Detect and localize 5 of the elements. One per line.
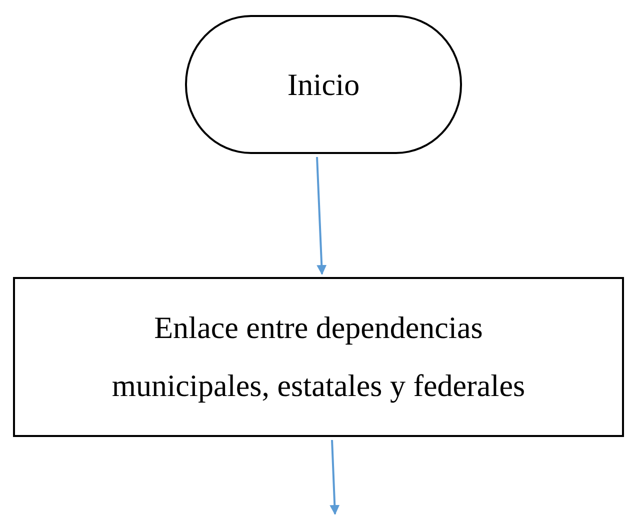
arrow <box>316 156 327 275</box>
arrow <box>330 440 340 515</box>
node-label: Inicio <box>287 66 360 104</box>
node-label: Enlace entre dependencias municipales, estatales y federales <box>110 309 526 405</box>
process-box <box>13 277 624 437</box>
